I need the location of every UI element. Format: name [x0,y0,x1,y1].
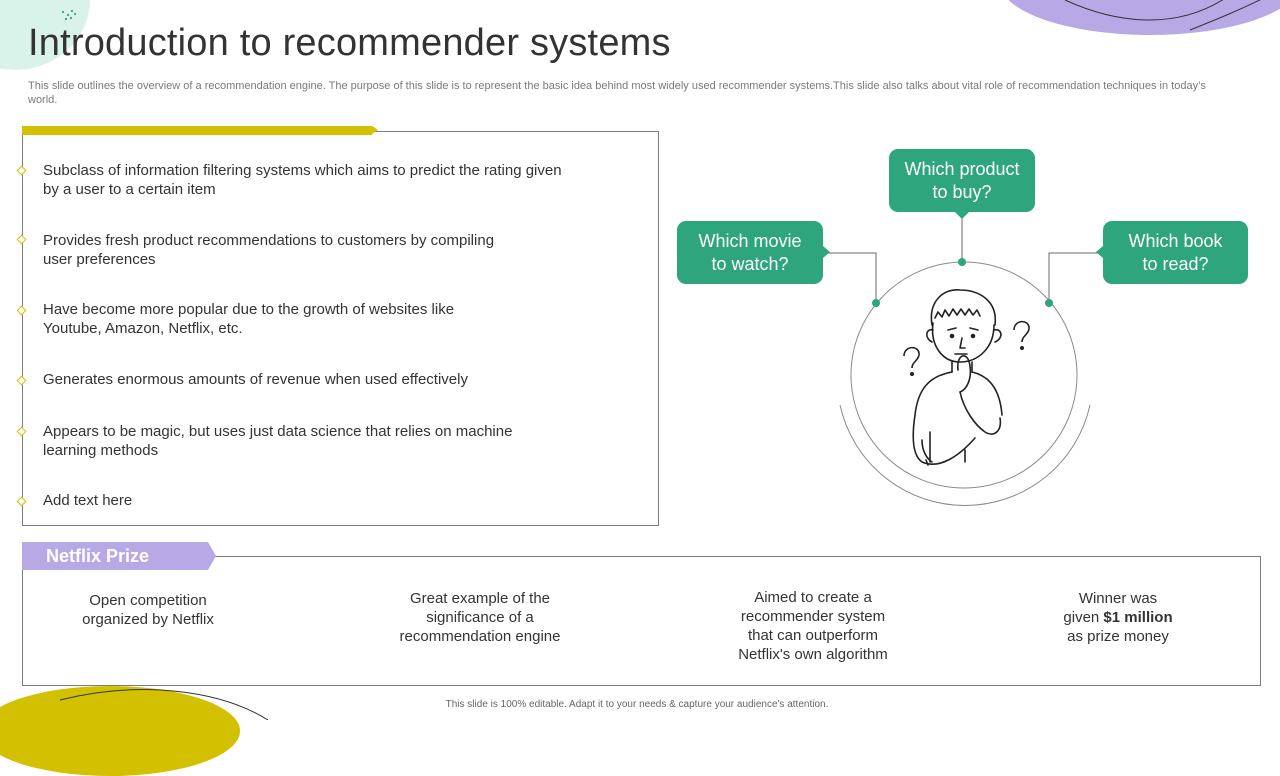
page-description: This slide outlines the overview of a re… [28,80,1206,106]
callout-line: Which product [904,158,1020,179]
bullet-item: Add text here [43,491,132,510]
bullet-line: Provides fresh product recommendations t… [43,232,495,249]
callout-which-movie: Which movie to watch? [677,221,823,284]
prize-line: recommendation engine [399,628,561,645]
bullet-item: Subclass of information filtering system… [43,161,562,199]
callout-line: Which movie [698,230,802,251]
panel-accent-bar-tip [372,126,378,134]
prize-item: Winner was given $1 million as prize mon… [1028,589,1208,646]
bullet-line: Subclass of information filtering system… [43,162,562,179]
thinking-person-icon [912,289,1003,466]
bullet-item: Generates enormous amounts of revenue wh… [43,370,468,389]
prize-line: organized by Netflix [82,611,214,628]
footer-note: This slide is 100% editable. Adapt it to… [445,699,829,710]
prize-line: given $1 million [1028,608,1208,627]
bullet-line: Add text here [43,492,133,509]
divider [216,556,1261,557]
callout-which-book: Which book to read? [1103,221,1248,284]
callout-pointer [955,212,969,219]
bullet-line: Have become more popular due to the grow… [43,301,455,318]
callout-line: to buy? [932,181,992,202]
bullet-item: Have become more popular due to the grow… [43,300,454,338]
bullet-line: user preferences [43,251,156,268]
netflix-prize-heading: Netflix Prize [22,542,208,570]
bullet-line: Appears to be magic, but uses just data … [43,423,513,440]
prize-line: Great example of the [409,590,551,607]
bullet-line: by a user to a certain item [43,181,216,198]
callout-line: to watch? [711,253,789,274]
question-mark-icon [903,320,1030,377]
callout-line: to read? [1142,253,1209,274]
bullet-line: Generates enormous amounts of revenue wh… [43,371,468,388]
prize-line: as prize money [1067,628,1169,645]
prize-amount: $1 million [1103,609,1173,626]
prize-item: Great example of the significance of a r… [370,589,590,646]
callout-line: Which book [1128,230,1223,251]
panel-accent-bar [22,126,372,135]
decorative-lines [59,0,1261,720]
prize-line: recommender system [740,608,886,625]
thinking-person-illustration [823,212,1103,506]
netflix-prize-heading-tip [208,542,216,570]
bullet-item: Provides fresh product recommendations t… [43,231,494,269]
prize-line: Netflix's own algorithm [738,646,888,663]
page-title: Introduction to recommender systems [28,22,671,64]
prize-item: Open competition organized by Netflix [58,591,238,629]
prize-line: significance of a [426,609,534,626]
prize-line: Winner was [1078,590,1158,607]
callout-which-product: Which product to buy? [889,149,1035,212]
prize-line: Open competition [89,592,207,609]
bullet-line: Youtube, Amazon, Netflix, etc. [43,320,243,337]
prize-item: Aimed to create a recommender system tha… [703,588,923,664]
prize-line: that can outperform [747,627,879,644]
callout-pointer [823,246,830,258]
bullet-line: learning methods [43,442,159,459]
prize-line: Aimed to create a [754,589,872,606]
bullet-item: Appears to be magic, but uses just data … [43,422,512,460]
callout-pointer [1096,246,1103,258]
prize-text: given [1063,609,1104,626]
